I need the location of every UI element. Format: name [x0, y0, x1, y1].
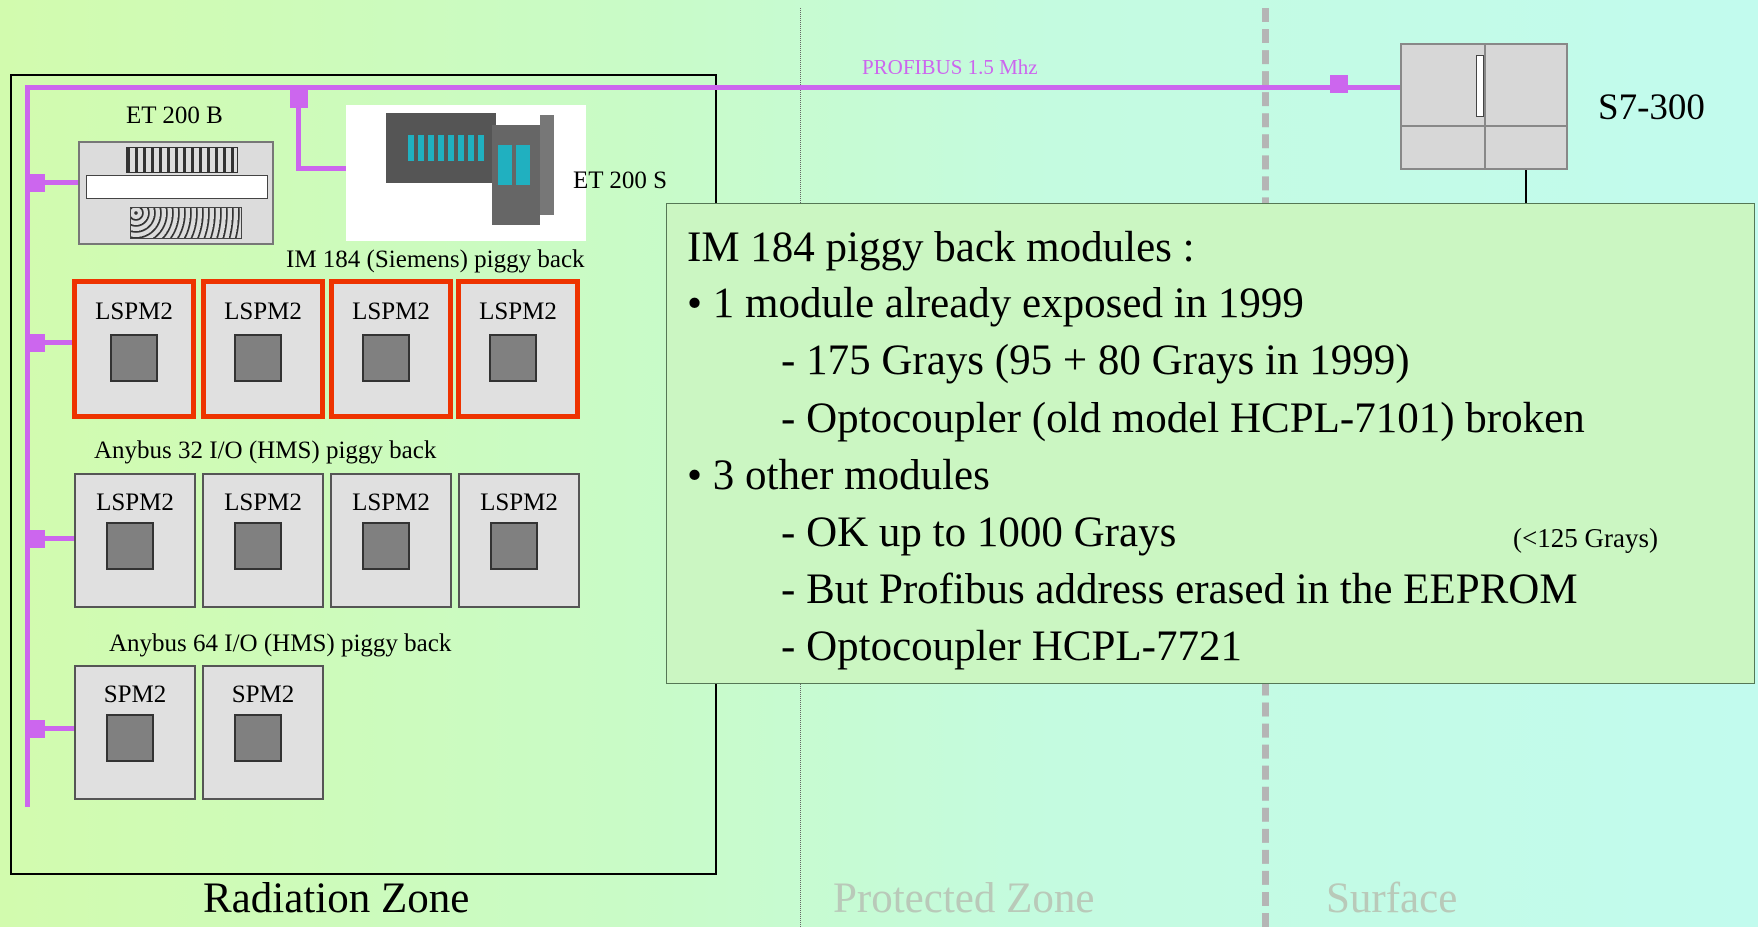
module-anybus64-2: SPM2	[202, 665, 324, 800]
zone-title-protected: Protected Zone	[833, 875, 1095, 922]
s7-300-label: S7-300	[1598, 87, 1705, 128]
module-chip	[490, 522, 538, 570]
et200s-label: ET 200 S	[573, 167, 667, 194]
bus-stub-group3	[25, 726, 75, 731]
module-chip	[362, 522, 410, 570]
info-bullet-1b: - Optocoupler (old model HCPL-7101) brok…	[781, 395, 1585, 442]
profibus-vertical-trunk	[25, 85, 30, 807]
module-label: SPM2	[231, 681, 295, 708]
module-anybus32-4: LSPM2	[458, 473, 580, 608]
et200s-device-image	[346, 105, 586, 241]
bus-node-group2	[27, 530, 45, 548]
info-bullet-2a-note: (<125 Grays)	[1513, 523, 1658, 553]
module-label: LSPM2	[224, 298, 302, 325]
module-label: LSPM2	[479, 298, 557, 325]
bus-node-et200s	[290, 90, 308, 108]
module-chip	[234, 522, 282, 570]
module-chip	[106, 522, 154, 570]
info-bullet-2c: - Optocoupler HCPL-7721	[781, 623, 1242, 670]
group-title-anybus32: Anybus 32 I/O (HMS) piggy back	[94, 437, 437, 464]
bus-stub-et200b	[25, 180, 81, 185]
module-chip	[234, 714, 282, 762]
module-label: LSPM2	[480, 489, 558, 516]
bus-stub-group1	[25, 340, 75, 345]
zone-title-radiation: Radiation Zone	[203, 875, 470, 922]
group-title-im184: IM 184 (Siemens) piggy back	[286, 246, 585, 273]
info-bullet-1: • 1 module already exposed in 1999	[687, 280, 1304, 327]
bus-node-plc	[1330, 75, 1348, 93]
bus-stub-group2	[25, 536, 75, 541]
s7-300-plc	[1400, 43, 1568, 170]
module-chip	[106, 714, 154, 762]
module-anybus32-3: LSPM2	[330, 473, 452, 608]
module-im184-2: LSPM2	[201, 279, 325, 419]
group-title-anybus64: Anybus 64 I/O (HMS) piggy back	[109, 630, 452, 657]
module-label: LSPM2	[224, 489, 302, 516]
bus-node-et200b	[27, 174, 45, 192]
module-anybus32-2: LSPM2	[202, 473, 324, 608]
info-bullet-2b: - But Profibus address erased in the EEP…	[781, 566, 1578, 613]
module-label: SPM2	[103, 681, 167, 708]
info-title: IM 184 piggy back modules :	[687, 224, 1195, 271]
plc-divider	[1484, 45, 1486, 168]
profibus-main-line	[25, 85, 1400, 90]
profibus-et200s-drop	[296, 90, 301, 170]
module-chip	[234, 334, 282, 382]
et200b-device	[78, 141, 274, 245]
module-im184-1: LSPM2	[72, 279, 196, 419]
et200b-panel	[86, 175, 268, 199]
et200s-rack-icon	[386, 113, 554, 225]
plc-led-column	[1476, 55, 1484, 117]
module-chip	[110, 334, 158, 382]
module-im184-4: LSPM2	[456, 279, 580, 419]
plc-lower-panel	[1402, 125, 1566, 127]
et200b-connector	[130, 207, 242, 239]
info-bullet-1a: - 175 Grays (95 + 80 Grays in 1999)	[781, 337, 1410, 384]
module-anybus64-1: SPM2	[74, 665, 196, 800]
module-label: LSPM2	[352, 489, 430, 516]
et200b-terminal-strip	[126, 147, 238, 173]
profibus-et200s-branch	[296, 166, 382, 171]
module-label: LSPM2	[95, 298, 173, 325]
info-bullet-2: • 3 other modules	[687, 452, 990, 499]
module-label: LSPM2	[96, 489, 174, 516]
profibus-plc-drop	[1525, 170, 1527, 205]
module-chip	[362, 334, 410, 382]
module-label: LSPM2	[352, 298, 430, 325]
module-im184-3: LSPM2	[329, 279, 453, 419]
info-bullet-2a: - OK up to 1000 Grays	[781, 509, 1177, 556]
zone-title-surface: Surface	[1326, 875, 1458, 922]
info-box: IM 184 piggy back modules : • 1 module a…	[666, 203, 1755, 684]
bus-node-group3	[27, 720, 45, 738]
module-anybus32-1: LSPM2	[74, 473, 196, 608]
module-chip	[489, 334, 537, 382]
et200b-label: ET 200 B	[126, 102, 223, 129]
bus-node-group1	[27, 334, 45, 352]
profibus-label: PROFIBUS 1.5 Mhz	[862, 55, 1038, 79]
